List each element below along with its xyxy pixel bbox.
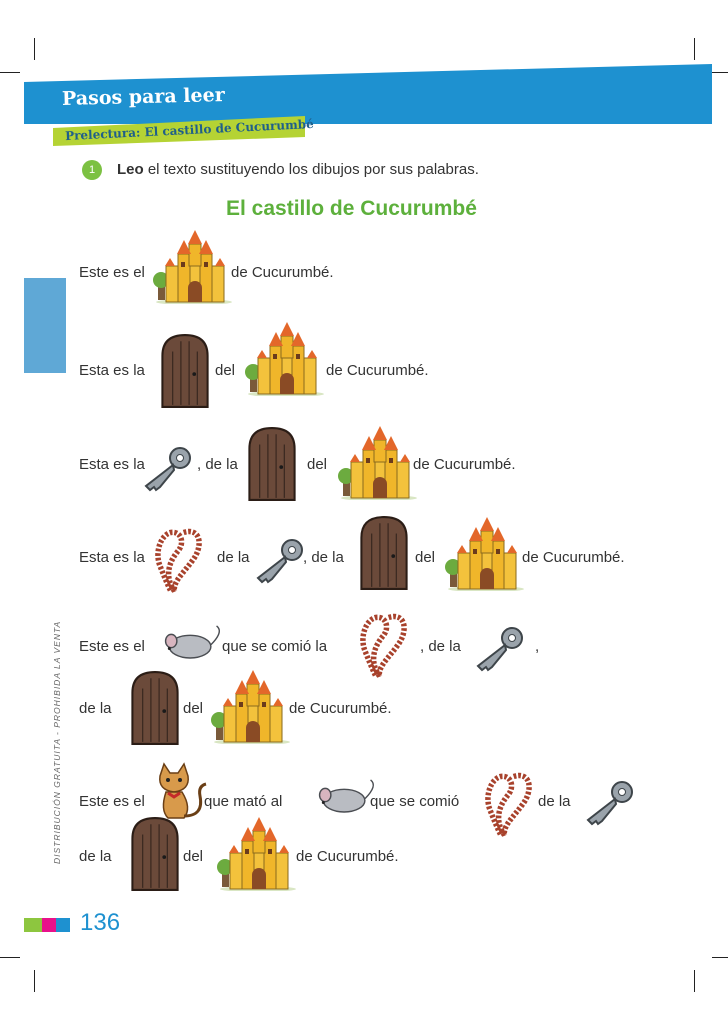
door-icon	[248, 427, 296, 501]
castle-icon	[244, 321, 325, 396]
key-icon	[587, 781, 633, 825]
crop-mark	[0, 72, 20, 73]
story-text: del	[215, 362, 236, 379]
story-text: Este es el	[79, 793, 145, 810]
story-text: de Cucurumbé.	[522, 549, 625, 566]
crop-mark	[34, 38, 35, 60]
story-text: Esta es la	[79, 456, 145, 473]
exercise-instruction: Leo el texto sustituyendo los dibujos po…	[117, 161, 479, 178]
story-text: del	[415, 549, 436, 566]
rope-icon	[477, 764, 543, 844]
story-text: del	[183, 848, 204, 865]
story-text: de Cucurumbé.	[326, 362, 429, 379]
rope-icon	[147, 520, 213, 600]
instruction-text: el texto sustituyendo los dibujos por su…	[147, 161, 479, 178]
door-icon	[360, 516, 408, 590]
door-icon	[161, 334, 209, 408]
footer-color-magenta	[42, 918, 56, 932]
page-title: Pasos para leer	[61, 84, 225, 110]
castle-icon	[152, 229, 233, 304]
crop-mark	[0, 957, 20, 958]
story-text: de la	[538, 793, 571, 810]
story-text: que se comió	[370, 793, 460, 810]
crop-mark	[712, 72, 728, 73]
story-text: que mató al	[204, 793, 283, 810]
door-icon	[131, 671, 179, 745]
story-text: Este es el	[79, 638, 145, 655]
story-text: Este es el	[79, 264, 145, 281]
story-text: de la	[79, 848, 112, 865]
story-title: El castillo de Cucurumbé	[226, 197, 477, 220]
story-text: Esta es la	[79, 549, 145, 566]
story-text: , de la	[303, 549, 344, 566]
castle-icon	[444, 516, 525, 591]
cat-icon	[158, 762, 208, 820]
door-icon	[131, 817, 179, 891]
story-text: ,	[535, 638, 540, 655]
rope-icon	[352, 605, 418, 685]
section-tab-label: Retahílas	[6, 244, 22, 311]
footer-color-green	[24, 918, 42, 932]
castle-icon	[210, 669, 291, 744]
story-text: , de la	[420, 638, 461, 655]
crop-mark	[34, 970, 35, 992]
story-text: de Cucurumbé.	[231, 264, 334, 281]
story-text: de la	[217, 549, 250, 566]
mouse-icon	[164, 625, 221, 659]
story-text: de Cucurumbé.	[289, 700, 392, 717]
story-text: del	[183, 700, 204, 717]
story-text: de Cucurumbé.	[296, 848, 399, 865]
key-icon	[145, 447, 191, 491]
story-text: de Cucurumbé.	[413, 456, 516, 473]
key-icon	[477, 627, 523, 671]
story-text: , de la	[197, 456, 238, 473]
instruction-verb: Leo	[117, 161, 144, 178]
distribution-note: DISTRIBUCIÓN GRATUITA - PROHIBIDA LA VEN…	[52, 620, 62, 864]
crop-mark	[694, 38, 695, 60]
footer-color-blue	[56, 918, 70, 932]
story-text: Esta es la	[79, 362, 145, 379]
key-icon	[257, 539, 303, 583]
crop-mark	[694, 970, 695, 992]
crop-mark	[712, 957, 728, 958]
page-number: 136	[80, 909, 121, 936]
story-text: del	[307, 456, 328, 473]
story-text: que se comió la	[222, 638, 328, 655]
castle-icon	[216, 816, 297, 891]
section-tab	[24, 278, 66, 373]
story-text: de la	[79, 700, 112, 717]
castle-icon	[337, 425, 418, 500]
exercise-number: 1	[82, 160, 102, 180]
